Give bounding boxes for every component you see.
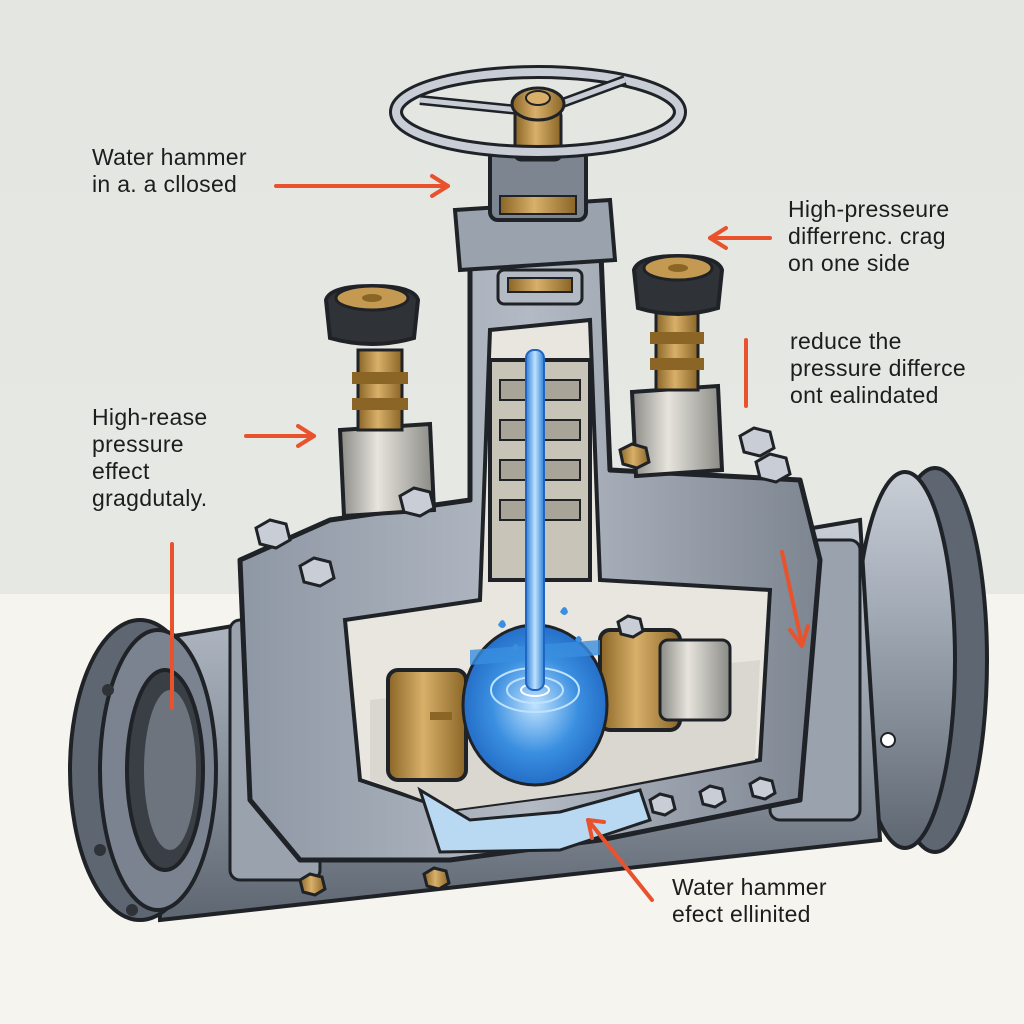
label-reduce-pressure: reduce the pressure differce ont ealinda… (790, 328, 966, 409)
left-brass-fitting (386, 668, 468, 782)
label-line: reduce the (790, 328, 902, 354)
right-knob-assembly (629, 253, 725, 479)
label-line: differrenc. crag (788, 223, 946, 249)
label-line: on one side (788, 250, 911, 276)
bolts (254, 426, 792, 897)
handwheel-icon (389, 65, 687, 159)
label-line: Water hammer (92, 144, 247, 170)
label-line: gragdutaly. (92, 485, 208, 511)
label-line: ont ealindated (790, 382, 939, 408)
label-line: in a. a cllosed (92, 171, 238, 197)
arrow-icon-bottom (586, 818, 654, 902)
label-line: effect (92, 458, 150, 484)
label-line: pressure (92, 431, 184, 457)
label-line: High-presseure (788, 196, 950, 222)
arrow-icon-mid-left (244, 424, 316, 448)
water-stream (525, 349, 545, 691)
label-line: efect ellinited (672, 901, 811, 927)
label-line: High-rease (92, 404, 208, 430)
arrow-icon-top-left (274, 174, 450, 198)
arrow-icon-top-right (708, 226, 772, 250)
label-high-pressure-difference: High-presseure differrenc. crag on one s… (788, 196, 949, 277)
label-water-hammer-eliminated: Water hammer efect ellinited (672, 874, 827, 928)
label-high-pressure-effect: High-rease pressure effect gragdutaly. (92, 404, 208, 512)
label-water-hammer-closed: Water hammer in a. a cllosed (92, 144, 247, 198)
callout-arrows (170, 174, 810, 902)
label-line: Water hammer (672, 874, 827, 900)
label-line: pressure differce (790, 355, 966, 381)
valve-body (237, 197, 823, 863)
arrow-icon-right-down (780, 550, 810, 648)
